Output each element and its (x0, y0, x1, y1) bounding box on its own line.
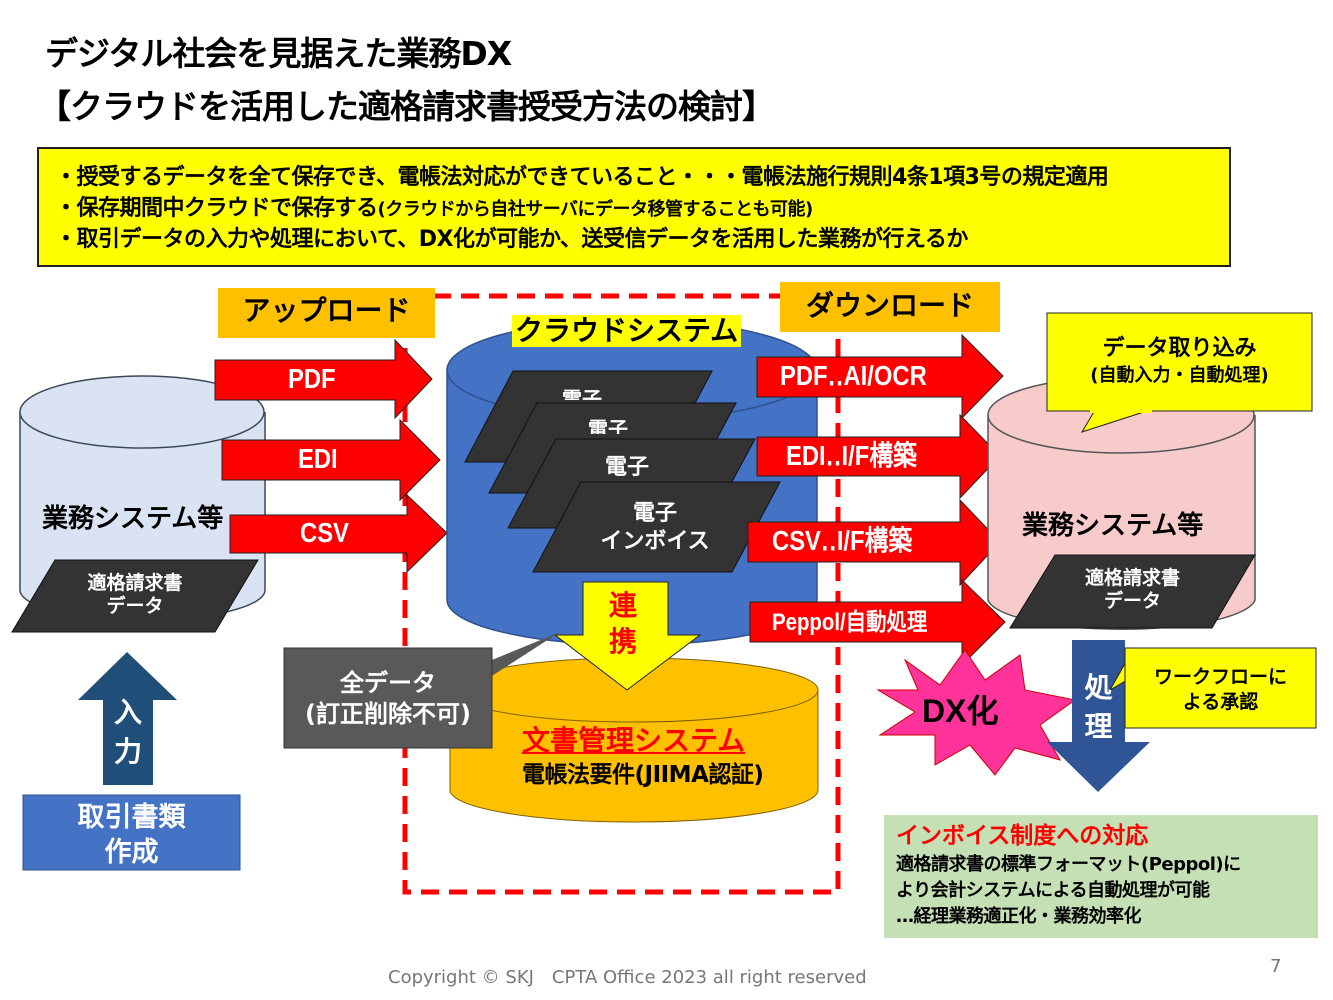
download-peppol-label: Peppol/自動処理 (772, 609, 928, 636)
right-doc-line2: データ (1103, 589, 1161, 612)
right-doc-line1: 適格請求書 (1084, 567, 1180, 589)
requirement-2: ・保存期間中クラウドで保存する(クラウドから自社サーバにデータ移管することも可能… (55, 196, 813, 221)
download-edi-label: EDI‥I/F構築 (786, 440, 917, 471)
page-number: 7 (1270, 956, 1282, 977)
left-doc-line1: 適格請求書 (87, 572, 183, 594)
cloud-label: クラウドシステム (512, 314, 742, 348)
source-docs-label: 取引書類作成 (23, 800, 240, 870)
e-invoice-line2: インボイス (600, 528, 710, 554)
dms-title: 文書管理システム (522, 724, 746, 757)
upload-edi-label: EDI (298, 443, 338, 474)
right-invoice-doc-shape (1009, 554, 1256, 629)
dx-starburst (876, 649, 1077, 776)
dx-label: DX化 (922, 693, 999, 729)
cloud-doc-1-label: 電子 (562, 388, 602, 400)
upload-pdf-label: PDF (288, 363, 336, 394)
copyright: Copyright © SKJ CPTA Office 2023 all rig… (388, 967, 867, 988)
requirement-2-main: ・保存期間中クラウドで保存する (55, 196, 378, 221)
download-arrow-edi (756, 413, 1001, 500)
link-line2: 携 (608, 625, 637, 659)
dms-cylinder (449, 657, 819, 823)
upload-arrow-csv (229, 493, 448, 574)
title-line-2: 【クラウドを活用した適格請求書授受方法の検討】 (38, 87, 775, 126)
title-line-1: デジタル社会を見据えた業務DX (45, 34, 512, 73)
process-line2: 理 (1084, 710, 1113, 744)
workflow-callout-text: ワークフローによる承認 (1125, 665, 1316, 714)
all-data-label: 全データ (訂正削除不可) (284, 668, 492, 730)
all-data-line1: 全データ (340, 669, 436, 697)
invoice-box-title: インボイス制度への対応 (896, 823, 1149, 849)
download-arrow-csv (747, 498, 1001, 587)
cloud-boundary (402, 293, 841, 895)
dms-subtitle: 電帳法要件(JIIMA認証) (522, 762, 764, 788)
download-arrow-pdf (756, 333, 1004, 420)
workflow-line1: ワークフローに (1153, 666, 1287, 688)
all-data-line2: (訂正削除不可) (305, 700, 471, 729)
right-invoice-doc: 適格請求書データ (1055, 567, 1210, 613)
source-line2: 作成 (104, 837, 159, 869)
cloud-doc-2-label: 電子 (588, 418, 628, 434)
download-pdf-label: PDF‥AI/OCR (780, 360, 927, 391)
workflow-line2: よる承認 (1182, 690, 1259, 713)
all-data-callout (283, 647, 493, 749)
workflow-callout (1124, 647, 1317, 729)
import-callout (1046, 312, 1313, 412)
import-line1: データ取り込み (1102, 336, 1257, 361)
source-docs-box (22, 794, 241, 871)
process-line1: 処 (1084, 671, 1113, 704)
input-line1: 入 (113, 696, 142, 729)
download-label: ダウンロード (805, 289, 974, 322)
source-line1: 取引書類 (77, 802, 186, 833)
invoice-box-line1: 適格請求書の標準フォーマット(Peppol)に (896, 854, 1241, 875)
import-line2: (自動入力・自動処理) (1090, 364, 1269, 386)
link-line1: 連 (608, 589, 637, 622)
left-system-label: 業務システム等 (42, 504, 224, 534)
left-invoice-doc-shape (11, 559, 259, 633)
upload-csv-label: CSV (300, 517, 349, 548)
download-arrow-peppol (749, 578, 1006, 667)
right-system-label: 業務システム等 (1022, 511, 1204, 541)
cloud-doc-3-label: 電子 (605, 455, 650, 480)
requirement-3: ・取引データの入力や処理において、DX化が可能か、送受信データを活用した業務が行… (55, 227, 968, 252)
link-label: 連携 (595, 588, 651, 661)
download-label-box (780, 282, 1000, 332)
upload-label: アップロード (242, 294, 411, 327)
import-callout-text: データ取り込み (自動入力・自動処理) (1047, 335, 1312, 387)
left-doc-line2: データ (106, 594, 164, 617)
e-invoice-line1: 電子 (632, 501, 677, 526)
cloud-doc-4 (532, 481, 781, 573)
upload-arrow-edi (221, 418, 441, 502)
process-label: 処理 (1072, 668, 1125, 746)
requirement-2-note: (クラウドから自社サーバにデータ移管することも可能) (377, 199, 814, 220)
left-invoice-doc: 適格請求書データ (50, 572, 220, 618)
download-csv-label: CSV‥I/F構築 (772, 525, 913, 556)
e-invoice-doc: 電子インボイス (580, 500, 730, 555)
invoice-box-line3: …経理業務適正化・業務効率化 (896, 906, 1142, 927)
requirement-1: ・授受するデータを全て保存でき、電帳法対応ができていること・・・電帳法施行規則4… (55, 165, 1109, 190)
input-arrow (78, 652, 177, 785)
input-line2: 力 (113, 735, 142, 769)
invoice-box (884, 815, 1318, 938)
upload-arrow-pdf (214, 338, 433, 420)
requirements-box (37, 147, 1231, 267)
invoice-box-line2: より会計システムによる自動処理が可能 (896, 880, 1210, 901)
input-arrow-label: 入力 (103, 693, 153, 771)
upload-label-box (218, 288, 435, 338)
